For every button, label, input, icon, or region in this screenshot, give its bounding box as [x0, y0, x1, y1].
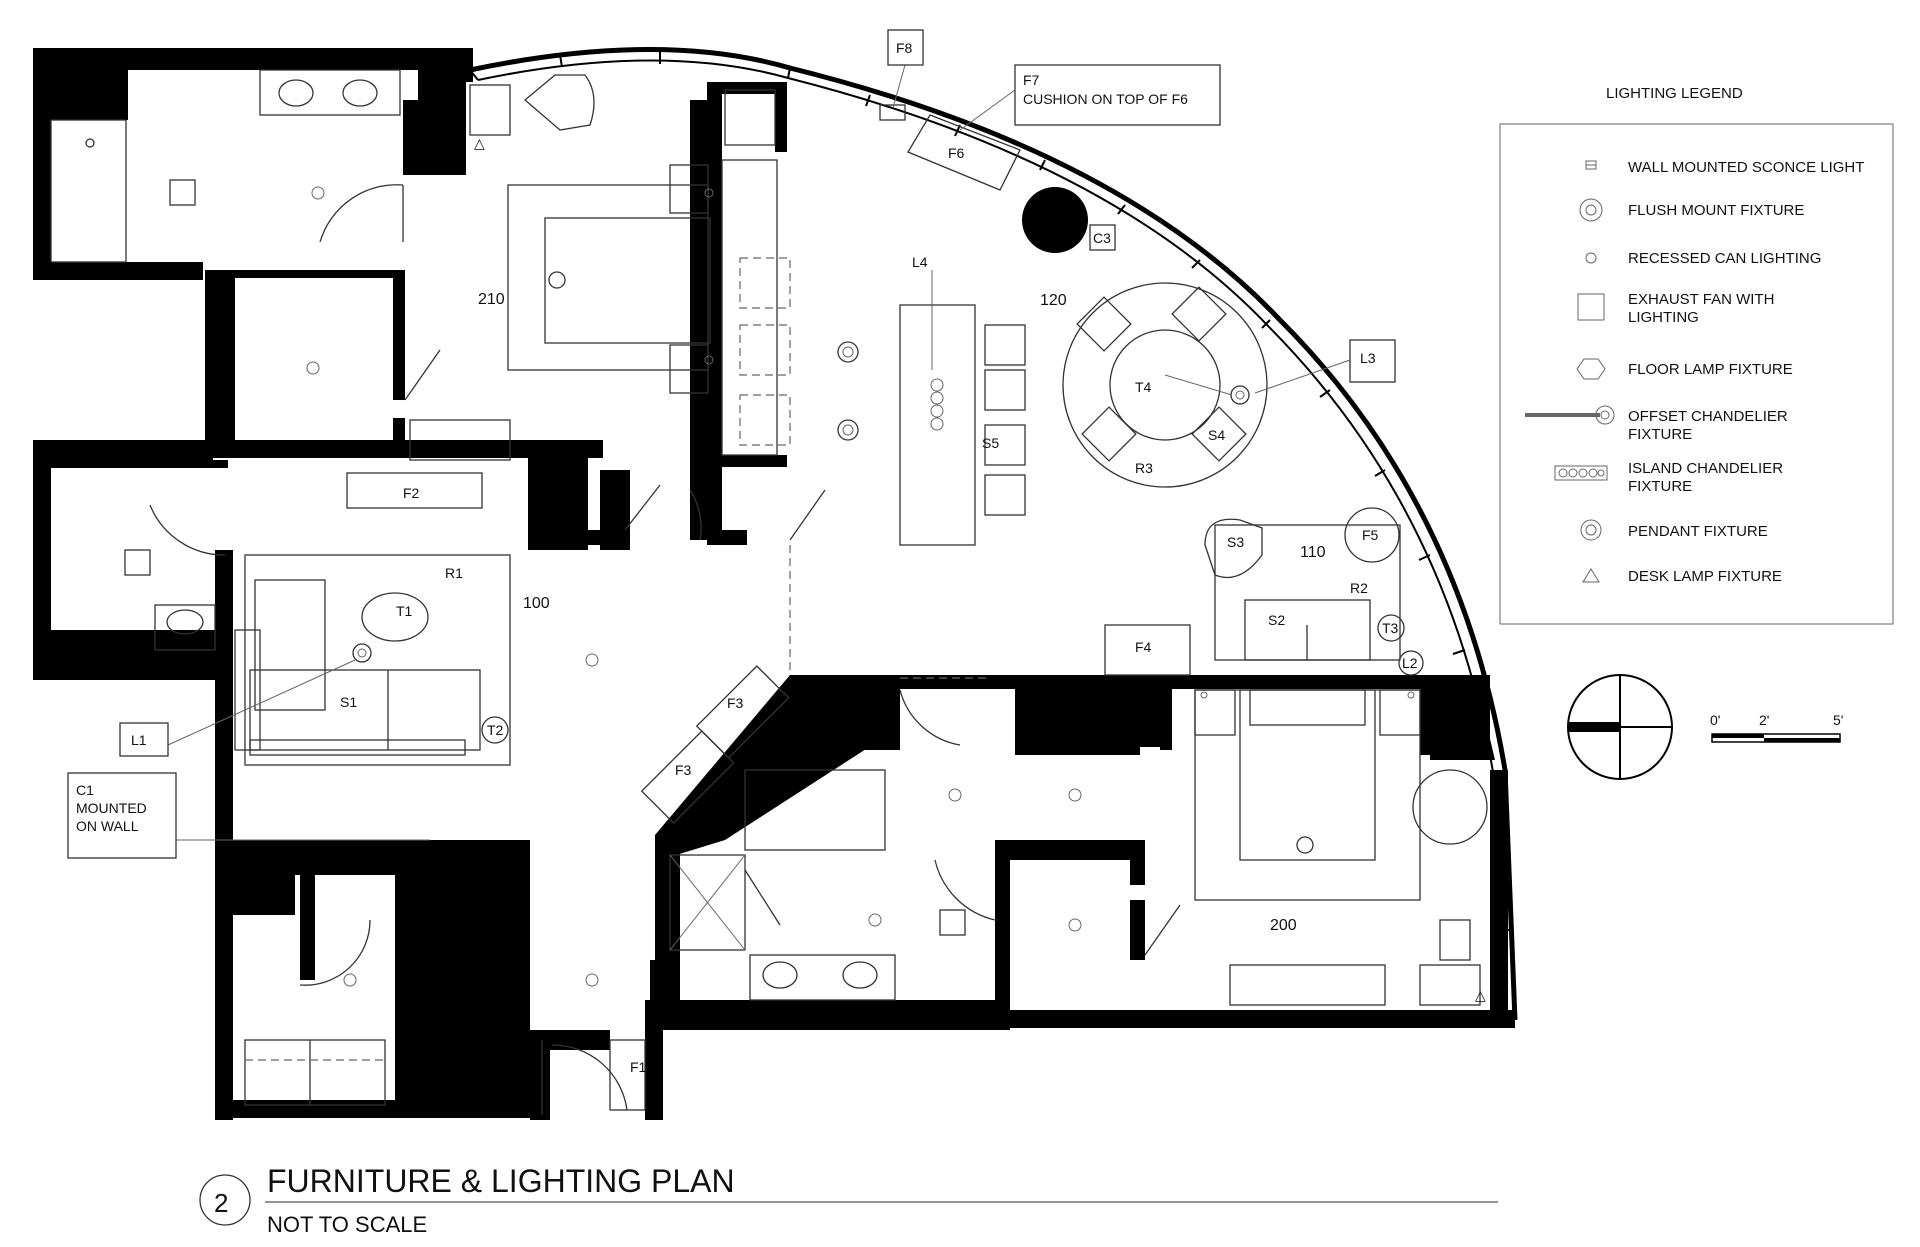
scale-label-5: 5' — [1833, 712, 1843, 728]
room-120: 120 — [1040, 292, 1067, 309]
legend-item-fan-2: LIGHTING — [1628, 309, 1699, 326]
tag-t1: T1 — [396, 603, 413, 619]
f7-note: CUSHION ON TOP OF F6 — [1023, 91, 1188, 107]
lighting-legend: LIGHTING LEGEND WALL MOUNTED SCONCE LIGH… — [1499, 85, 1894, 625]
desk-lamp-icon — [1582, 568, 1600, 583]
sconce-icon — [1585, 160, 1597, 170]
legend-item-island-1: ISLAND CHANDELIER — [1628, 460, 1783, 477]
tag-f3b: F3 — [675, 762, 692, 778]
legend-item-sconce: WALL MOUNTED SCONCE LIGHT — [1628, 159, 1864, 176]
legend-item-offset-1: OFFSET CHANDELIER — [1628, 408, 1788, 425]
room-210: 210 — [478, 291, 505, 308]
tag-c3: C3 — [1093, 230, 1111, 246]
tag-s1: S1 — [340, 694, 357, 710]
legend-item-island-2: FIXTURE — [1628, 478, 1692, 495]
tag-l3: L3 — [1360, 350, 1376, 366]
pendant-icon — [1580, 519, 1602, 541]
legend-item-fan-1: EXHAUST FAN WITH — [1628, 291, 1774, 308]
floor-lamp-icon — [1576, 358, 1606, 380]
svg-text:△: △ — [474, 135, 485, 151]
legend-item-offset-2: FIXTURE — [1628, 426, 1692, 443]
legend-item-pendant: PENDANT FIXTURE — [1628, 523, 1768, 540]
tag-f1: F1 — [630, 1059, 647, 1075]
tag-t3: T3 — [1382, 620, 1399, 636]
tag-f2: F2 — [403, 485, 420, 501]
walls — [33, 48, 1515, 1120]
tag-c1: C1 — [76, 782, 94, 798]
tag-t2: T2 — [487, 722, 504, 738]
exhaust-fan — [169, 179, 196, 206]
tag-f4: F4 — [1135, 639, 1152, 655]
island-chandelier — [930, 378, 944, 431]
tag-l1: L1 — [131, 732, 147, 748]
tag-f5: F5 — [1362, 527, 1379, 543]
room-numbers: 210 120 100 110 200 — [478, 291, 1326, 934]
drawing-number: 2 — [214, 1188, 228, 1218]
tag-s4: S4 — [1208, 427, 1225, 443]
tag-s3: S3 — [1227, 534, 1244, 550]
tag-r1: R1 — [445, 565, 463, 581]
exhaust-fan-icon — [1577, 293, 1605, 321]
plan-title: FURNITURE & LIGHTING PLAN — [267, 1163, 735, 1199]
tag-f7: F7 — [1023, 72, 1040, 88]
tag-l4: L4 — [912, 254, 928, 270]
legend-item-desk-lamp: DESK LAMP FIXTURE — [1628, 568, 1782, 585]
scale-label-2: 2' — [1759, 712, 1769, 728]
title-block: 2 FURNITURE & LIGHTING PLAN NOT TO SCALE — [199, 1163, 1498, 1237]
tag-f6: F6 — [948, 145, 965, 161]
legend-title: LIGHTING LEGEND — [1606, 85, 1743, 102]
legend-item-flush: FLUSH MOUNT FIXTURE — [1628, 202, 1804, 219]
tag-f3a: F3 — [727, 695, 744, 711]
furniture: △ — [50, 64, 1488, 1115]
tags: F8 F7 CUSHION ON TOP OF F6 F6 C3 L4 L3 T… — [67, 29, 1418, 1075]
legend-item-floor-lamp: FLOOR LAMP FIXTURE — [1628, 361, 1793, 378]
tag-r3: R3 — [1135, 460, 1153, 476]
tag-s2: S2 — [1268, 612, 1285, 628]
c1-note-2: ON WALL — [76, 818, 139, 834]
room-100: 100 — [523, 595, 550, 612]
svg-text:△: △ — [1475, 987, 1486, 1003]
scale-label-0: 0' — [1710, 712, 1720, 728]
tag-l2: L2 — [1402, 655, 1418, 671]
scale-bar: 0' 2' 5' — [1710, 712, 1843, 743]
recessed-can-icon — [1585, 252, 1597, 264]
tag-f8: F8 — [896, 40, 913, 56]
north-arrow — [1567, 674, 1673, 780]
offset-chandelier-icon — [1525, 405, 1615, 425]
legend-item-recessed: RECESSED CAN LIGHTING — [1628, 250, 1821, 267]
c1-note-1: MOUNTED — [76, 800, 147, 816]
room-110: 110 — [1300, 544, 1326, 561]
tag-t4: T4 — [1135, 379, 1152, 395]
room-200: 200 — [1270, 917, 1297, 934]
plan-subtitle: NOT TO SCALE — [267, 1212, 427, 1237]
tag-s5: S5 — [982, 435, 999, 451]
island-chandelier-icon — [1554, 465, 1608, 481]
tag-r2: R2 — [1350, 580, 1368, 596]
flush-mount-icon — [1579, 198, 1603, 222]
curtain-wall — [469, 47, 1518, 1021]
